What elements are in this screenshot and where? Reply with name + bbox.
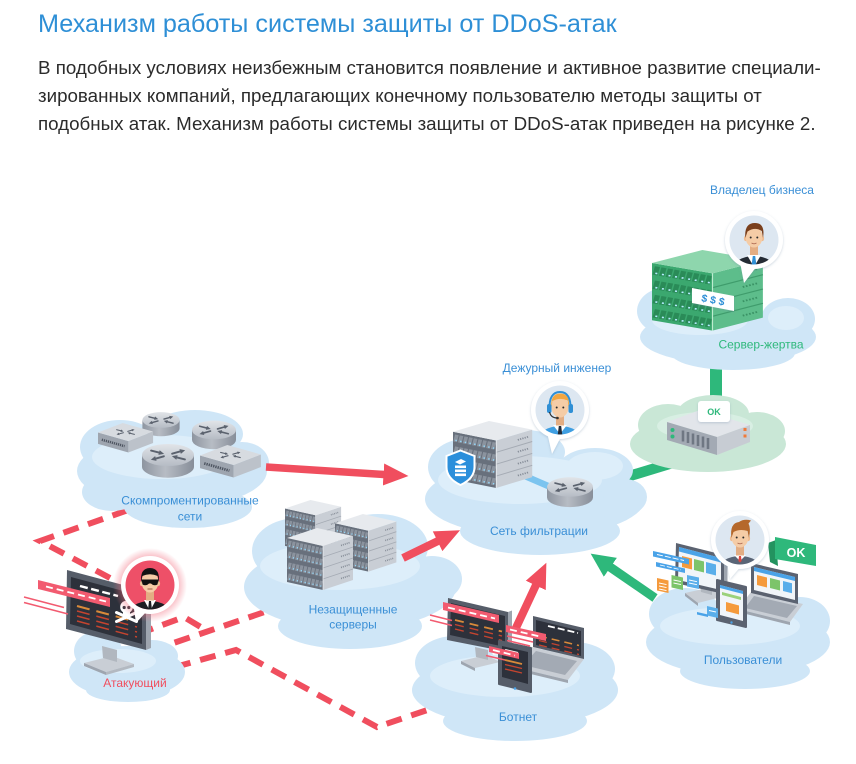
- ddos-protection-diagram: OK $ $ $: [23, 183, 830, 741]
- attacker-command-lines: [32, 505, 455, 731]
- drive-slots: [681, 430, 710, 449]
- paragraph-line: подобных атак. Механизм работы системы з…: [38, 112, 816, 134]
- status-led: [670, 428, 675, 432]
- attacker-avatar: [113, 548, 187, 623]
- router-icon: [142, 444, 194, 478]
- user-devices: OK: [653, 537, 816, 628]
- label-botnet: Ботнет: [499, 710, 538, 724]
- tablet-icon: [498, 640, 532, 693]
- label-victim-server: Сервер-жертва: [718, 338, 803, 352]
- router-icon: [192, 421, 236, 450]
- ok-status-text: OK: [787, 546, 806, 560]
- outgoing-attack-packets: [23, 580, 110, 615]
- attack-arrow-from-botnet: [511, 562, 547, 632]
- monitor-stand-neck: [102, 646, 117, 662]
- botnet-attack-packets: [429, 602, 546, 661]
- victim-server: $ $ $: [652, 250, 763, 331]
- status-led: [670, 434, 675, 439]
- label-unprotected-servers: Незащищенные: [309, 603, 398, 617]
- label-users: Пользователи: [704, 653, 782, 667]
- power-led: [743, 434, 747, 438]
- ok-status-banner: OK: [768, 537, 816, 566]
- ok-status-tag: OK: [698, 401, 730, 422]
- business-owner-avatar: [725, 211, 783, 283]
- paragraph-line: В подобных условиях неизбежным становитс…: [38, 57, 821, 78]
- clean-traffic-server: OK: [667, 401, 750, 455]
- label-unprotected-servers: серверы: [329, 618, 377, 632]
- filtering-network-equipment: [445, 421, 594, 507]
- monitor-stand-base: [84, 656, 134, 672]
- label-attacker: Атакующий: [103, 676, 166, 690]
- diagram-labels: Владелец бизнеса Сервер-жертва Дежурный …: [103, 183, 814, 724]
- article-title: Механизм работы системы защиты от DDoS-а…: [38, 10, 617, 38]
- duty-engineer-avatar: [531, 381, 589, 454]
- traffic-arrows: [265, 463, 658, 632]
- dashed-line-to-compromised-networks: [32, 505, 135, 581]
- tablet-icon: [716, 579, 747, 628]
- router-icon: [547, 477, 593, 507]
- label-filtering-network: Сеть фильтрации: [490, 524, 588, 538]
- botnet-devices: [429, 598, 584, 693]
- floating-ui-cards: [653, 551, 718, 618]
- server-side: [717, 425, 750, 455]
- server-rack-icon: [287, 528, 353, 590]
- revenue-tag: $ $ $: [692, 288, 734, 311]
- user-avatar: [711, 511, 769, 579]
- headset-icon: [548, 390, 572, 410]
- label-business-owner: Владелец бизнеса: [710, 183, 814, 197]
- server-top: [667, 410, 750, 437]
- sunglasses-icon: [141, 579, 159, 586]
- paragraph-line: зированных компаний, предлагающих конечн…: [38, 84, 762, 106]
- laptop-icon: [738, 563, 803, 625]
- ok-status-text: OK: [707, 407, 721, 417]
- article-paragraph: В подобных условиях неизбежным становитс…: [38, 54, 821, 137]
- label-compromised-networks: сети: [178, 510, 202, 524]
- label-duty-engineer: Дежурный инженер: [503, 361, 612, 375]
- label-compromised-networks: Скомпроментированные: [121, 494, 259, 508]
- shield-icon: [445, 449, 476, 487]
- dashed-line-to-botnet: [149, 646, 455, 731]
- attack-arrow-from-compromised-networks: [265, 463, 409, 486]
- revenue-tag-text: $ $ $: [700, 292, 725, 308]
- power-led: [743, 428, 747, 431]
- attack-arrow-from-unprotected-servers: [401, 530, 461, 562]
- clean-arrow-from-users: [590, 553, 658, 602]
